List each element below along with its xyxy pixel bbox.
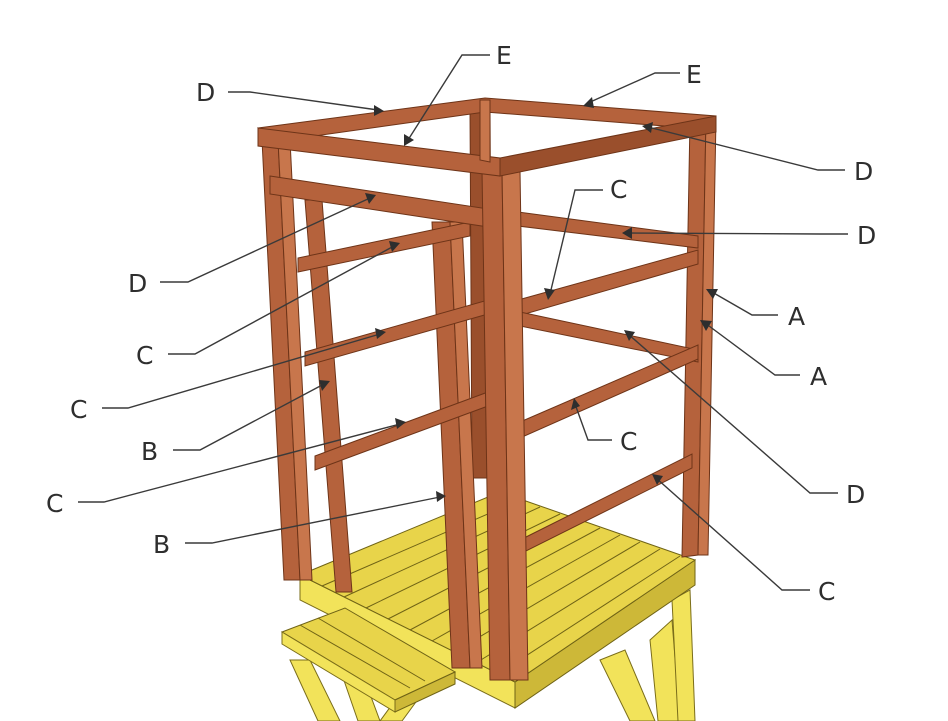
label-c-right-low: C [818, 577, 835, 606]
label-c-left-1: C [136, 341, 153, 370]
top-inner-post [479, 99, 491, 163]
label-d-right-mid: D [857, 221, 876, 250]
front-left-leg [289, 659, 341, 721]
label-c-right-upper: C [610, 175, 627, 204]
right-leg [649, 618, 681, 721]
labels: E E D D C D D A A C C B C D C B C [46, 41, 876, 606]
front-header-d [269, 175, 496, 229]
leaders [78, 54, 848, 591]
right-rail-c1 [517, 249, 699, 317]
label-a-right-2: A [810, 362, 827, 391]
label-b-left-1: B [141, 437, 158, 466]
top-rail-front [257, 127, 501, 177]
label-d-right-top: D [854, 157, 873, 186]
right-rail-top [517, 211, 699, 249]
label-c-left-3: C [46, 489, 63, 518]
label-c-right-mid: C [620, 427, 637, 456]
front-rail-c1 [297, 221, 471, 273]
label-d-left-upper: D [128, 269, 147, 298]
label-b-left-2: B [153, 530, 170, 559]
label-e-top-left: E [496, 41, 512, 70]
top-rail-right [499, 115, 717, 177]
step-front [281, 631, 396, 713]
back-right-leg [671, 589, 696, 721]
label-d-top-left: D [196, 78, 215, 107]
frame [256, 97, 717, 681]
right-rail-d [519, 311, 699, 363]
front-right-leg [599, 649, 656, 721]
label-d-right-low: D [846, 480, 865, 509]
label-a-right-1: A [788, 302, 805, 331]
right-rail-c2 [519, 344, 699, 439]
label-e-top-right: E [686, 60, 702, 89]
label-c-left-2: C [70, 395, 87, 424]
